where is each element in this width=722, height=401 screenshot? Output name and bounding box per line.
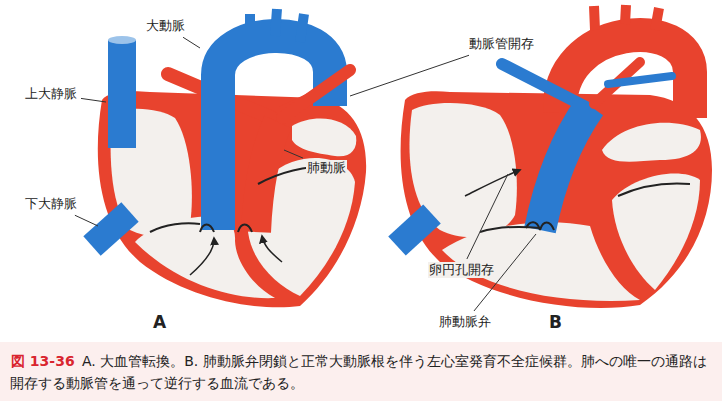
heart-b	[397, 5, 712, 308]
left-atrium	[602, 123, 701, 162]
figure-caption: A. 大血管転換。B. 肺動脈弁閉鎖と正常大動脈根を伴う左心室発育不全症候群。肺…	[10, 350, 712, 394]
figure-letter: A	[152, 312, 167, 333]
valve	[150, 166, 332, 232]
leader-line	[284, 150, 303, 158]
leader-line	[183, 37, 200, 48]
part-label: 肺動脈	[306, 160, 347, 176]
heart-wall	[401, 91, 712, 308]
valve	[480, 184, 690, 233]
inferior-vena-cava	[397, 214, 432, 246]
part-label: 上大静脈	[24, 86, 78, 102]
pulmonary-artery	[540, 106, 590, 230]
inferior-vena-cava	[92, 212, 130, 246]
part-label: 動脈管開存	[468, 36, 535, 52]
caption-band	[0, 342, 722, 401]
pulmonary-valve	[526, 222, 554, 230]
part-label: 肺動脈弁	[438, 314, 492, 330]
pulmonary-branch	[608, 76, 672, 84]
leader-line	[81, 98, 106, 102]
superior-vena-cava	[108, 40, 136, 148]
valve	[200, 225, 252, 233]
part-label: 卵円孔開存	[428, 262, 495, 278]
figure-number: 図 13-36	[10, 350, 76, 372]
flow-arrow	[190, 238, 214, 275]
left-atrium	[292, 119, 356, 157]
leader-line	[350, 55, 469, 96]
flow-arrow	[262, 236, 282, 262]
heart-a	[92, 9, 366, 307]
part-label: 大動脈	[145, 18, 186, 34]
aortic-branches	[250, 9, 304, 42]
aortic-branches	[594, 5, 659, 30]
leader-line	[467, 174, 508, 259]
pulmonary-branch	[282, 70, 350, 118]
vessel-opening	[108, 36, 136, 44]
left-ventricle	[612, 174, 700, 290]
part-label: 下大静脈	[24, 196, 78, 212]
figure-letter: B	[548, 312, 563, 333]
flow-arrow	[465, 170, 520, 196]
leader-line	[75, 215, 98, 226]
